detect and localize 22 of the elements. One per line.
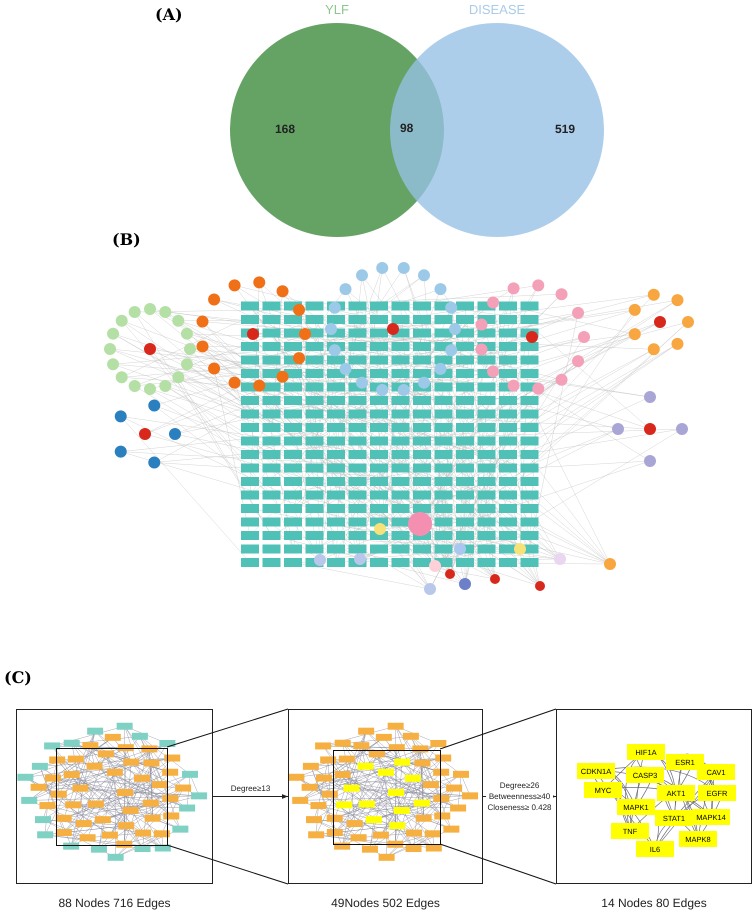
- venn-count: 168: [275, 122, 296, 136]
- set-title: DISEASE: [468, 2, 526, 17]
- projection-line: [166, 844, 288, 884]
- projection-line: [440, 844, 556, 884]
- edge-label: Degree≥26 Betweenness≥40 Closeness≥ 0.428: [486, 780, 553, 813]
- projection-line: [440, 708, 556, 750]
- set-title: YLF: [324, 2, 350, 17]
- network-panel: [288, 709, 483, 884]
- network-panel: [556, 709, 752, 884]
- panel-caption: 49Nodes 502 Edges: [331, 896, 440, 910]
- panel-label: (C): [4, 668, 32, 687]
- projection-line: [166, 708, 288, 748]
- venn-count: 519: [555, 122, 576, 136]
- panel-caption: 14 Nodes 80 Edges: [601, 896, 707, 910]
- panel-caption: 88 Nodes 716 Edges: [58, 896, 171, 910]
- selection-frame: [56, 748, 168, 846]
- venn-count: 98: [400, 121, 414, 135]
- network-panel: [16, 709, 213, 884]
- arrow: [212, 794, 288, 799]
- selection-frame: [333, 750, 441, 845]
- panel-label: (B): [112, 230, 141, 249]
- panel-label: (A): [155, 5, 183, 24]
